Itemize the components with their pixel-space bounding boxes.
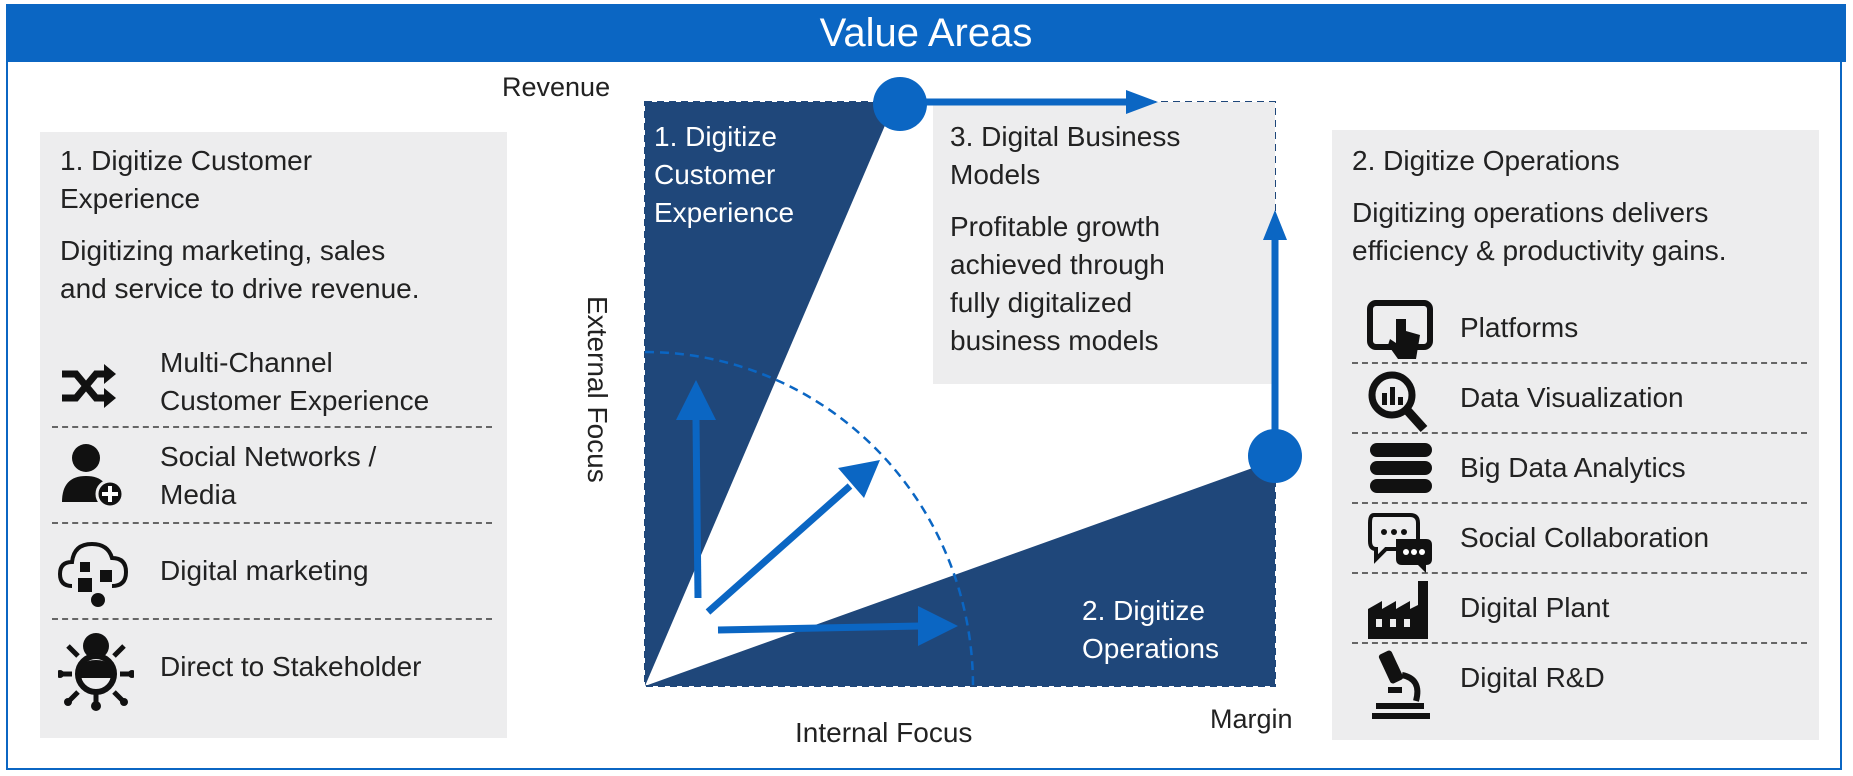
- arrow-diagonal: [705, 483, 853, 615]
- customer-experience-panel: [40, 132, 507, 738]
- magnifier-chart-icon: [1366, 369, 1428, 433]
- label-line: Media: [160, 479, 237, 510]
- list-item-digital-rd: Digital R&D: [1352, 644, 1807, 724]
- external-focus-label: External Focus: [582, 296, 613, 483]
- internal-focus-label: Internal Focus: [795, 717, 972, 748]
- description-line: Digitizing operations delivers: [1352, 197, 1709, 228]
- list-item-label: Digital Plant: [1460, 592, 1610, 623]
- list-item-big-data-analytics: Big Data Analytics: [1352, 434, 1807, 504]
- page-title: Value Areas: [6, 4, 1846, 62]
- operations-panel-title: 2. Digitize Operations: [1352, 145, 1620, 176]
- list-item-multi-channel: Multi-Channel Customer Experience: [52, 342, 492, 428]
- list-item-label: Social Networks / Media: [160, 438, 376, 514]
- chat-bubbles-icon: [1366, 509, 1432, 573]
- panel-title-line: Experience: [60, 183, 201, 214]
- label-line: Customer Experience: [160, 385, 430, 416]
- list-item-label: Social Collaboration: [1460, 522, 1710, 553]
- list-item-label: Multi-Channel Customer Experience: [160, 344, 429, 420]
- list-item-social-collaboration: Social Collaboration: [1352, 504, 1807, 574]
- list-item-digital-plant: Digital Plant: [1352, 574, 1807, 644]
- margin-node: [1248, 429, 1302, 483]
- list-item-data-visualization: Data Visualization: [1352, 364, 1807, 434]
- business-models-description: Profitable growth achieved through fully…: [950, 211, 1173, 356]
- margin-label: Margin: [1210, 704, 1293, 734]
- shuffle-icon: [58, 356, 118, 416]
- list-item-label: Platforms: [1460, 312, 1579, 343]
- focus-arc: [644, 350, 975, 687]
- factory-icon: [1366, 579, 1428, 639]
- description-line: efficiency & productivity gains.: [1352, 235, 1727, 266]
- list-item-direct-to-stakeholder: Direct to Stakeholder: [52, 620, 492, 720]
- list-item-digital-marketing: Digital marketing: [52, 524, 492, 620]
- panel-title-line: 1. Digitize Customer: [60, 145, 313, 176]
- stakeholder-network-icon: [56, 626, 136, 711]
- arrow-external-head: [676, 380, 716, 420]
- list-item-label: Digital marketing: [160, 555, 369, 586]
- customer-experience-region: [645, 102, 895, 686]
- list-item-social-networks: Social Networks / Media: [52, 428, 492, 524]
- microscope-icon: [1366, 649, 1430, 719]
- label-line: Social Networks /: [160, 441, 377, 472]
- business-models-title: 3. Digital Business Models: [950, 121, 1188, 190]
- revenue-label: Revenue: [502, 72, 610, 102]
- arrow-revenue-path-head: [1126, 90, 1158, 114]
- operations-region-label: 2. Digitize Operations: [1082, 595, 1219, 664]
- arrow-diagonal-head: [838, 460, 880, 498]
- frame-border: [6, 4, 1842, 770]
- revenue-node: [873, 77, 927, 131]
- arrow-internal-head: [918, 606, 958, 646]
- arrow-margin-path-head: [1263, 210, 1287, 240]
- list-item-platforms: Platforms: [1352, 294, 1807, 364]
- add-user-icon: [58, 440, 125, 509]
- customer-experience-panel-title: 1. Digitize Customer Experience: [60, 142, 312, 218]
- arrow-external: [692, 419, 702, 599]
- customer-experience-panel-description: Digitizing marketing, sales and service …: [60, 232, 420, 308]
- operations-panel-description: Digitizing operations delivers efficienc…: [1352, 194, 1727, 270]
- touch-tablet-icon: [1366, 299, 1433, 359]
- database-icon: [1366, 439, 1432, 499]
- description-line: and service to drive revenue.: [60, 273, 420, 304]
- list-item-label: Big Data Analytics: [1460, 452, 1686, 483]
- list-item-label: Digital R&D: [1460, 662, 1605, 693]
- label-line: Multi-Channel: [160, 347, 333, 378]
- description-line: Digitizing marketing, sales: [60, 235, 386, 266]
- social-cloud-icon: [57, 534, 129, 607]
- arrow-internal: [717, 622, 921, 634]
- list-item-label: Data Visualization: [1460, 382, 1684, 413]
- list-item-label: Direct to Stakeholder: [160, 651, 422, 682]
- customer-region-label: 1. Digitize Customer Experience: [654, 121, 794, 228]
- digital-business-models-box: [933, 102, 1275, 384]
